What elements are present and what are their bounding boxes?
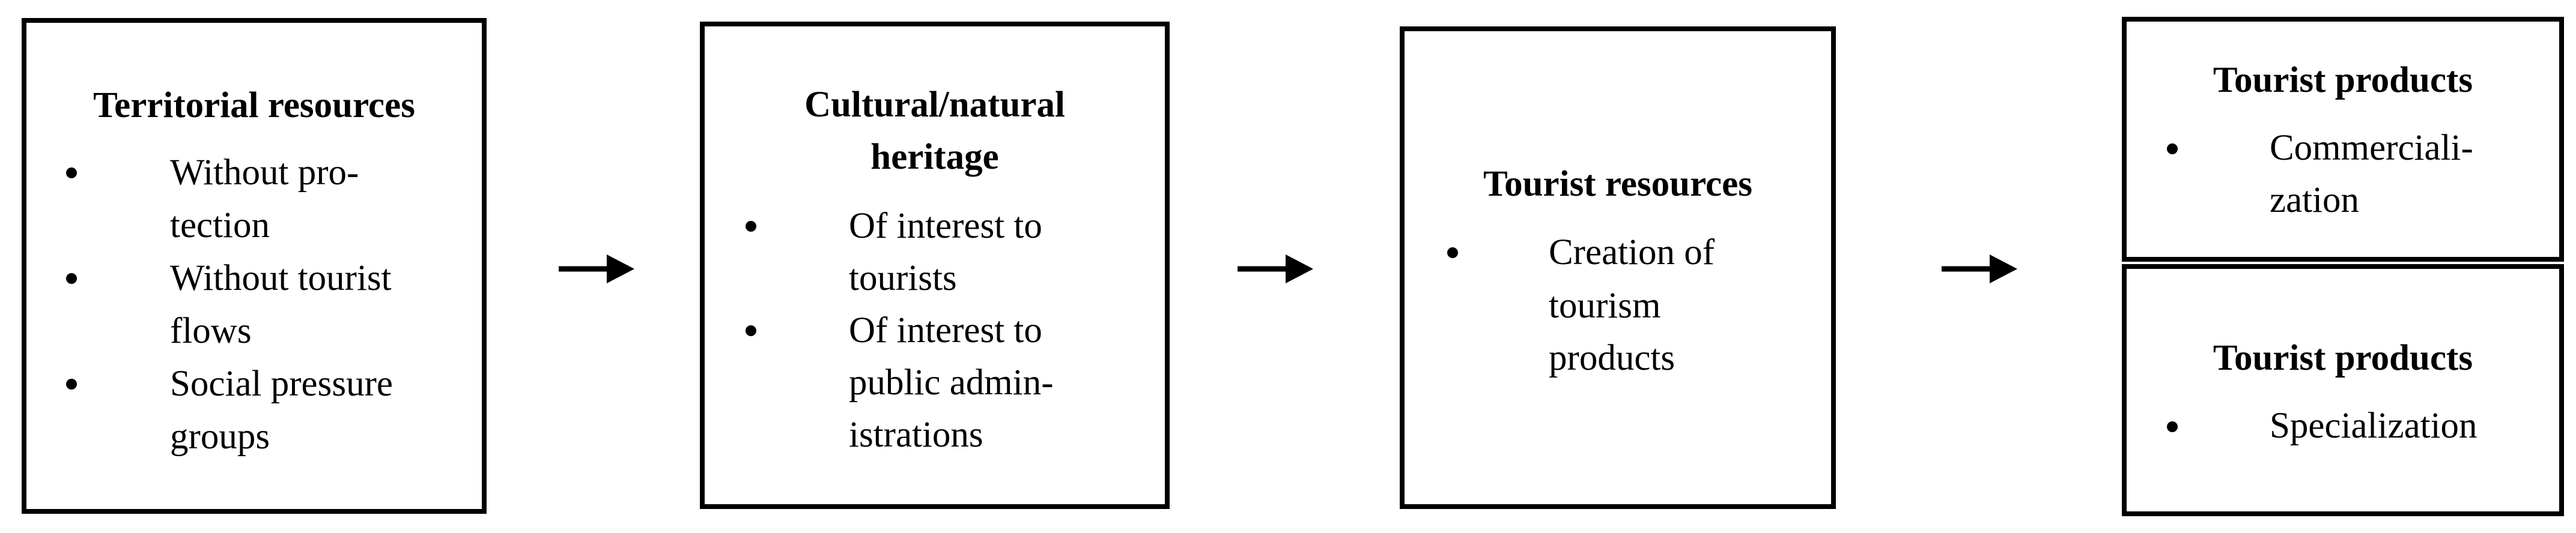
bullet-icon	[1447, 247, 1458, 258]
territorial-item-1-line-2: tection	[170, 205, 270, 245]
tourist-products-title-1: Tourist products	[2213, 60, 2473, 100]
territorial-resources-title: Territorial resources	[93, 85, 415, 125]
bullet-icon	[2167, 421, 2178, 432]
heritage-item-2-line-3: istrations	[849, 415, 983, 455]
bullet-icon	[746, 221, 756, 232]
territorial-item-3-line-2: groups	[170, 417, 270, 457]
tourist-resources-title: Tourist resources	[1483, 164, 1752, 204]
arrow-right-icon	[559, 254, 634, 283]
bullet-icon	[66, 379, 77, 390]
arrow-right-icon	[1942, 254, 2017, 283]
territorial-resources-box	[22, 18, 487, 514]
tourist-resources-box	[1400, 26, 1836, 509]
territorial-item-3-line-1: Social pressure	[170, 364, 393, 404]
heritage-item-1-line-2: tourists	[849, 258, 957, 298]
cultural-natural-heritage-title-line-1: Cultural/natural	[804, 85, 1065, 125]
heritage-item-2-line-2: public admin-	[849, 363, 1054, 403]
territorial-item-2-line-2: flows	[170, 311, 252, 351]
territorial-item-1-line-1: Without pro-	[170, 152, 359, 193]
tourist-products-specialization-box	[2122, 264, 2564, 516]
tourist-resources-item-1-line-2: tourism	[1549, 286, 1661, 326]
commercialization-line-1: Commerciali-	[2270, 128, 2473, 168]
territorial-item-2-line-1: Without tourist	[170, 258, 392, 298]
tourist-resources-item-1-line-3: products	[1549, 338, 1675, 378]
bullet-icon	[66, 273, 77, 284]
bullet-icon	[746, 325, 756, 336]
arrow-right-icon	[1238, 254, 1313, 283]
commercialization-line-2: zation	[2270, 180, 2360, 220]
bullet-icon	[2167, 143, 2178, 154]
cultural-natural-heritage-title-line-2: heritage	[870, 137, 999, 177]
heritage-item-2-line-1: Of interest to	[849, 310, 1042, 351]
cultural-natural-heritage-box	[700, 22, 1170, 509]
heritage-item-1-line-1: Of interest to	[849, 206, 1042, 246]
tourist-products-commercialization-box	[2122, 17, 2564, 262]
tourist-products-title-2: Tourist products	[2213, 338, 2473, 378]
tourist-resources-item-1-line-1: Creation of	[1549, 232, 1715, 273]
specialization-line-1: Specialization	[2270, 406, 2477, 446]
bullet-icon	[66, 167, 77, 178]
